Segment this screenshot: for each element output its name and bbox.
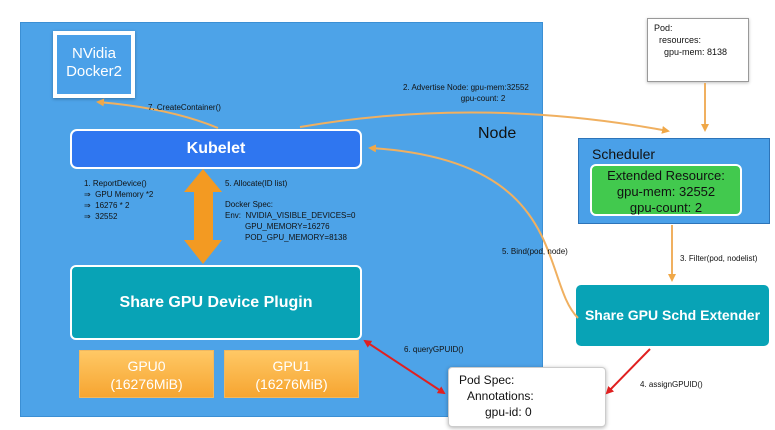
label-allocate: 5. Allocate(ID list) xyxy=(225,179,288,188)
label-query-gpuid: 6. queryGPUID() xyxy=(404,345,464,354)
gpu1-name: GPU1 xyxy=(272,358,311,374)
pod-resources-box: Pod: resources: gpu-mem: 8138 xyxy=(647,18,749,82)
schd-extender-box: Share GPU Schd Extender xyxy=(574,283,771,348)
gpu1-memory: (16276MiB) xyxy=(255,376,328,392)
scheduler-title: Scheduler xyxy=(592,146,656,162)
pod-spec-box: Pod Spec: Annotations: gpu-id: 0 xyxy=(448,367,606,427)
podspec-line3: gpu-id: 0 xyxy=(485,405,532,419)
extended-resource-box: Extended Resource: gpu-mem: 32552 gpu-co… xyxy=(590,164,742,216)
nvidia-line2: Docker2 xyxy=(66,63,122,80)
ext-res-count: gpu-count: 2 xyxy=(629,200,703,215)
label-filter: 3. Filter(pod, nodelist) xyxy=(680,254,758,263)
assign-gpuid-arrow xyxy=(605,348,651,395)
ext-res-title: Extended Resource: xyxy=(607,168,725,183)
podspec-line1: Pod Spec: xyxy=(459,373,515,387)
ext-res-mem: gpu-mem: 32552 xyxy=(616,184,716,199)
node-label: Node xyxy=(478,125,517,142)
gpu0-name: GPU0 xyxy=(127,358,166,374)
kubelet-box: Kubelet xyxy=(70,129,362,169)
gpu0-memory: (16276MiB) xyxy=(110,376,183,392)
create-container-arrow xyxy=(96,98,219,129)
advertise-arrow xyxy=(299,111,670,134)
gpu0-box: GPU0 (16276MiB) xyxy=(79,350,214,398)
nvidia-line1: NVidia xyxy=(72,45,116,62)
label-bind: 5. Bind(pod, node) xyxy=(502,247,568,256)
query-gpuid-arrow xyxy=(363,339,446,395)
allocate-double-arrow xyxy=(184,169,222,264)
label-assign-gpuid: 4. assignGPUID() xyxy=(640,380,703,389)
label-report-device: 1. ReportDevice() ⇒ GPU Memory *2 ⇒ 1627… xyxy=(84,179,154,221)
podspec-line2: Annotations: xyxy=(467,389,534,403)
bind-arrow xyxy=(368,144,579,319)
label-docker-spec: Docker Spec: Env: NVIDIA_VISIBLE_DEVICES… xyxy=(225,200,356,242)
gpu1-box: GPU1 (16276MiB) xyxy=(224,350,359,398)
label-create-container: 7. CreateContainer() xyxy=(148,103,221,112)
label-advertise: 2. Advertise Node: gpu-mem:32552 gpu-cou… xyxy=(403,83,529,103)
device-plugin-box: Share GPU Device Plugin xyxy=(70,265,362,340)
nvidia-docker-box: NVidia Docker2 xyxy=(53,31,135,98)
